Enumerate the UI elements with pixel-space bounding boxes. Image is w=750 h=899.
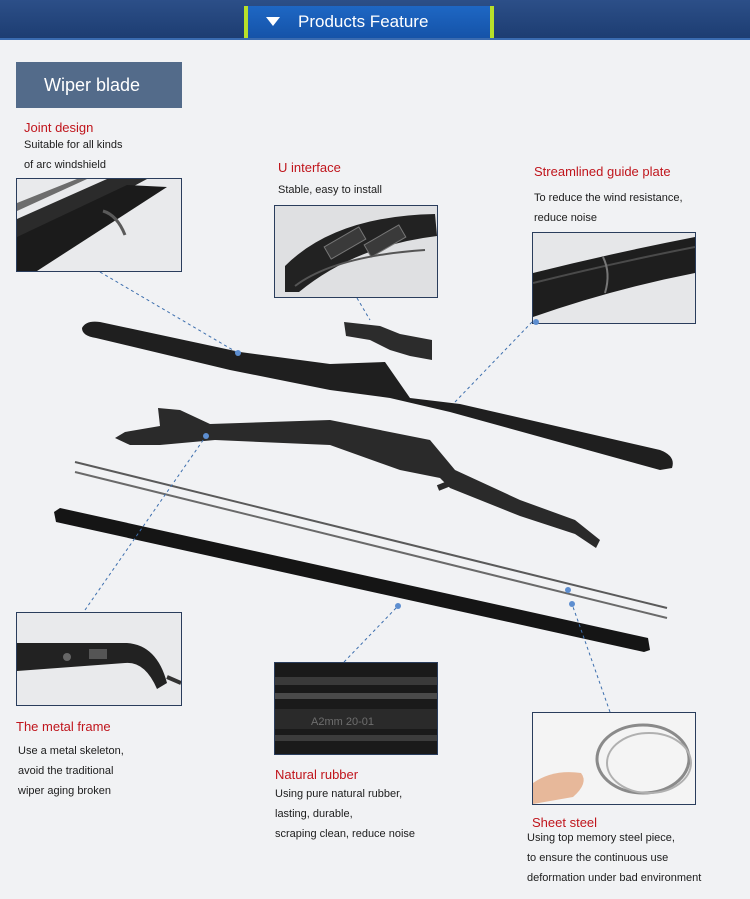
metal-frame-title: The metal frame xyxy=(16,719,111,734)
joint-design-photo xyxy=(16,178,182,272)
u-interface-desc: Stable, easy to install xyxy=(278,184,382,196)
u-interface-photo xyxy=(274,205,438,298)
guide-plate-desc: To reduce the wind resistance, reduce no… xyxy=(534,192,683,224)
main-blade xyxy=(82,321,673,470)
wiper-blade-tab: Wiper blade xyxy=(16,62,182,108)
rubber-refill xyxy=(54,508,650,652)
sheet-steel-desc: Using top memory steel piece, to ensure … xyxy=(527,832,702,884)
triangle-down-icon xyxy=(266,17,280,26)
steel-strip-1 xyxy=(74,461,668,609)
u-clip xyxy=(344,322,432,360)
sheet-steel-title: Sheet steel xyxy=(532,815,598,830)
joint-design-desc: Suitable for all kinds of arc windshield xyxy=(24,139,123,171)
guide-plate-photo xyxy=(532,232,696,324)
natural-rubber-photo: A2mm 20-01 xyxy=(274,662,438,755)
u-interface-title: U interface xyxy=(278,160,341,175)
frame-claw xyxy=(436,477,460,491)
header-title: Products Feature xyxy=(298,12,429,31)
steel-strip-2 xyxy=(74,471,668,619)
metal-frame-photo xyxy=(16,612,182,706)
products-feature-tab: Products Feature xyxy=(244,6,494,38)
rubber-marking: A2mm 20-01 xyxy=(311,716,374,728)
natural-rubber-title: Natural rubber xyxy=(275,767,359,782)
guide-plate-title: Streamlined guide plate xyxy=(534,164,671,179)
metal-frame-desc: Use a metal skeleton, avoid the traditio… xyxy=(18,745,124,797)
natural-rubber-desc: Using pure natural rubber, lasting, dura… xyxy=(275,788,416,840)
sheet-steel-photo xyxy=(532,712,696,805)
metal-frame xyxy=(115,408,600,548)
joint-design-title: Joint design xyxy=(24,120,94,135)
